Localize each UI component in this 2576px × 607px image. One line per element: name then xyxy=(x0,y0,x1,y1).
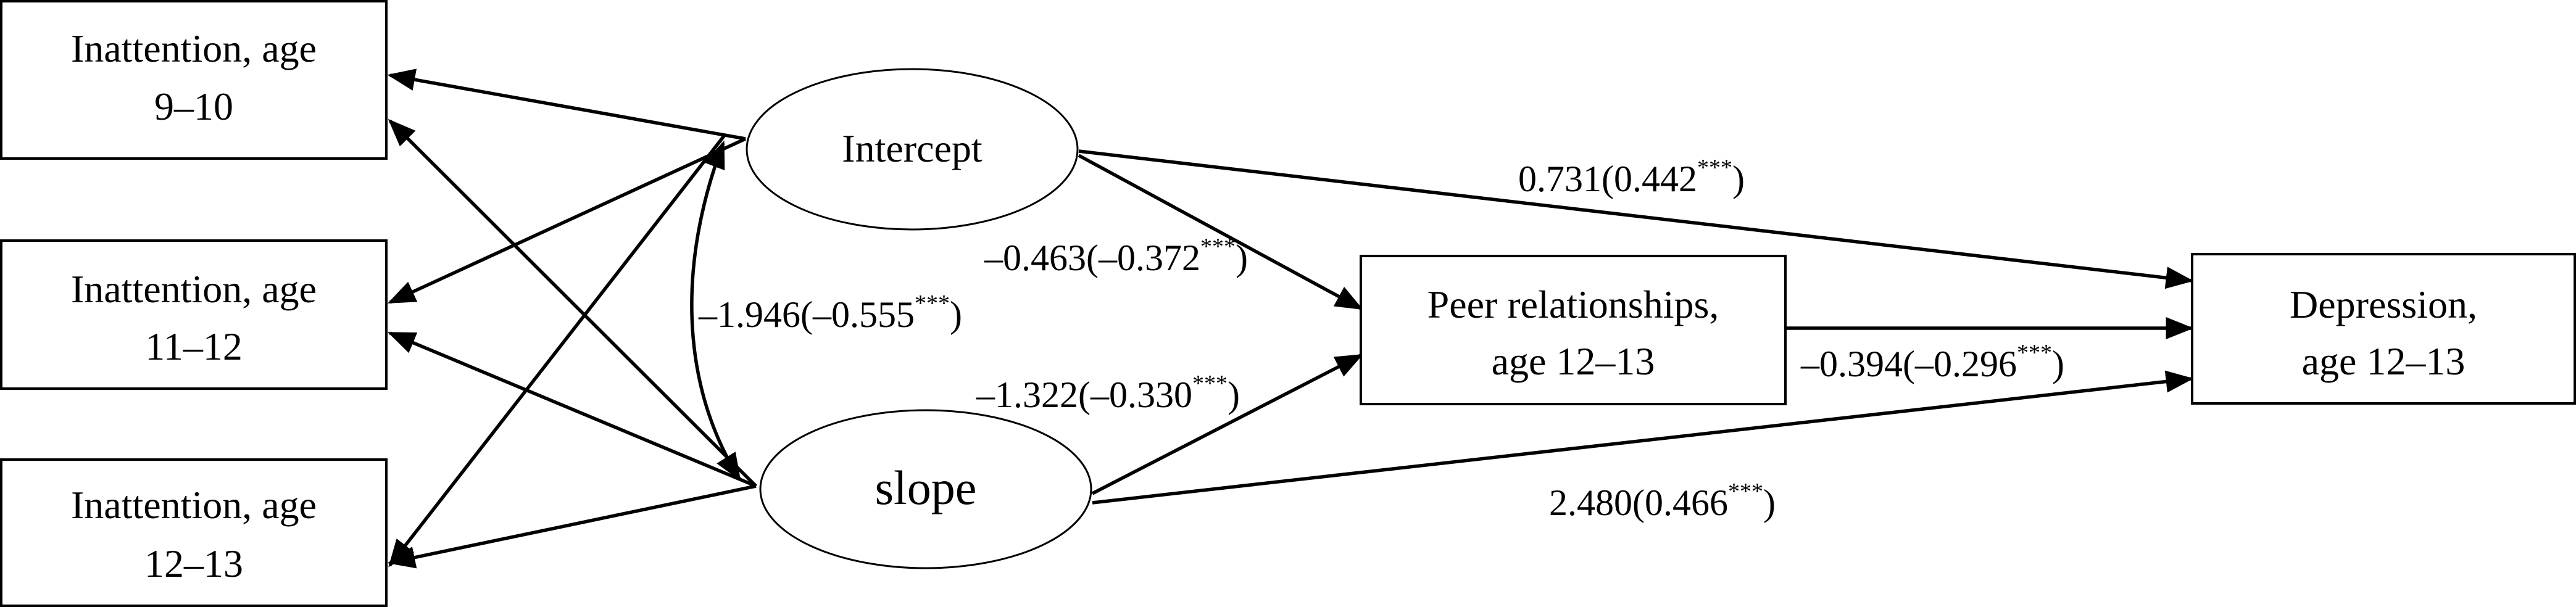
node-inattention-12-13-line2: 12–13 xyxy=(144,542,243,585)
arrow-intercept-peer xyxy=(1078,154,1363,310)
node-inattention-12-13-line1: Inattention, age xyxy=(71,483,317,527)
coef-slope-peer: –1.322(–0.330***) xyxy=(976,371,1240,415)
node-depression: Depression, age 12–13 xyxy=(2191,253,2576,405)
node-inattention-11-12-line1: Inattention, age xyxy=(71,267,317,311)
arrow-slope-depression xyxy=(1092,370,2194,505)
arrow-slope-peer xyxy=(1091,353,1364,495)
arrow-slope-inattention-9-10 xyxy=(388,118,757,487)
coef-intercept-depression: 0.731(0.442***) xyxy=(1518,155,1745,199)
coef-intercept-peer: –0.463(–0.372***) xyxy=(984,234,1248,278)
node-peer-line2: age 12–13 xyxy=(1492,339,1655,383)
node-inattention-11-12: Inattention, age 11–12 xyxy=(0,239,388,390)
node-peer-line1: Peer relationships, xyxy=(1427,283,1719,326)
covariance-intercept-slope xyxy=(690,140,741,481)
coef-slope-depression: 2.480(0.466***) xyxy=(1549,479,1776,523)
node-depression-line1: Depression, xyxy=(2290,283,2477,326)
node-depression-line2: age 12–13 xyxy=(2302,339,2466,383)
coef-peer-depression: –0.394(–0.296***) xyxy=(1800,340,2064,384)
node-intercept-label: Intercept xyxy=(842,126,983,170)
arrow-intercept-inattention-9-10 xyxy=(387,68,746,141)
node-inattention-11-12-line2: 11–12 xyxy=(145,324,243,368)
node-inattention-9-10-line2: 9–10 xyxy=(154,85,233,128)
node-inattention-12-13: Inattention, age 12–13 xyxy=(0,458,388,607)
arrow-slope-inattention-11-12 xyxy=(387,331,757,488)
arrow-intercept-inattention-11-12 xyxy=(387,137,747,304)
node-inattention-9-10: Inattention, age 9–10 xyxy=(0,0,388,160)
node-slope: slope xyxy=(759,409,1092,569)
node-intercept: Intercept xyxy=(746,68,1079,231)
node-slope-label: slope xyxy=(875,461,977,514)
arrow-intercept-inattention-12-13 xyxy=(388,133,727,568)
arrow-intercept-depression xyxy=(1078,149,2194,289)
node-inattention-9-10-line1: Inattention, age xyxy=(71,27,317,70)
coef-intercept-slope-covariance: –1.946(–0.555***) xyxy=(698,291,962,335)
arrow-slope-inattention-12-13 xyxy=(387,484,757,569)
node-peer-relationships: Peer relationships, age 12–13 xyxy=(1360,255,1787,405)
